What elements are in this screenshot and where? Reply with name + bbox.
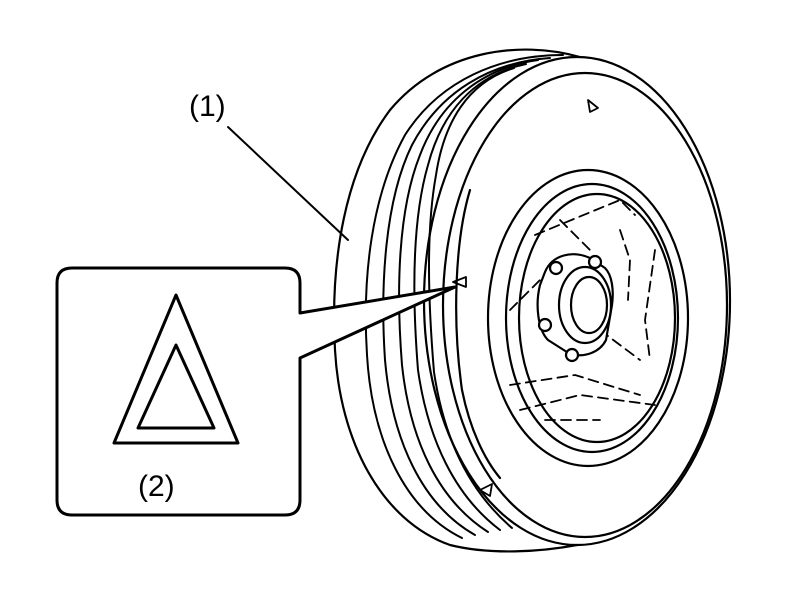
callout-2-label: (2) — [138, 470, 175, 503]
tread-wear-indicator-outer-icon — [112, 293, 240, 445]
callout-2-box — [55, 266, 457, 517]
tread-wear-indicator-mark-side — [452, 276, 467, 288]
tread-wear-indicator-inner-icon — [136, 343, 216, 430]
wheel-hub — [536, 253, 614, 363]
wheel-rim-inner — [504, 182, 680, 454]
callout-1-label: (1) — [189, 90, 226, 123]
tread-wear-indicator-mark-bottom — [479, 483, 493, 497]
wheel-hidden-lines — [509, 199, 656, 421]
tread-wear-indicator-mark-top — [587, 99, 599, 113]
tread-grooves — [364, 54, 564, 539]
callout-1-leader — [227, 126, 349, 241]
wheel-rim-lip — [517, 192, 677, 444]
sidewall-shade-line — [455, 188, 502, 480]
